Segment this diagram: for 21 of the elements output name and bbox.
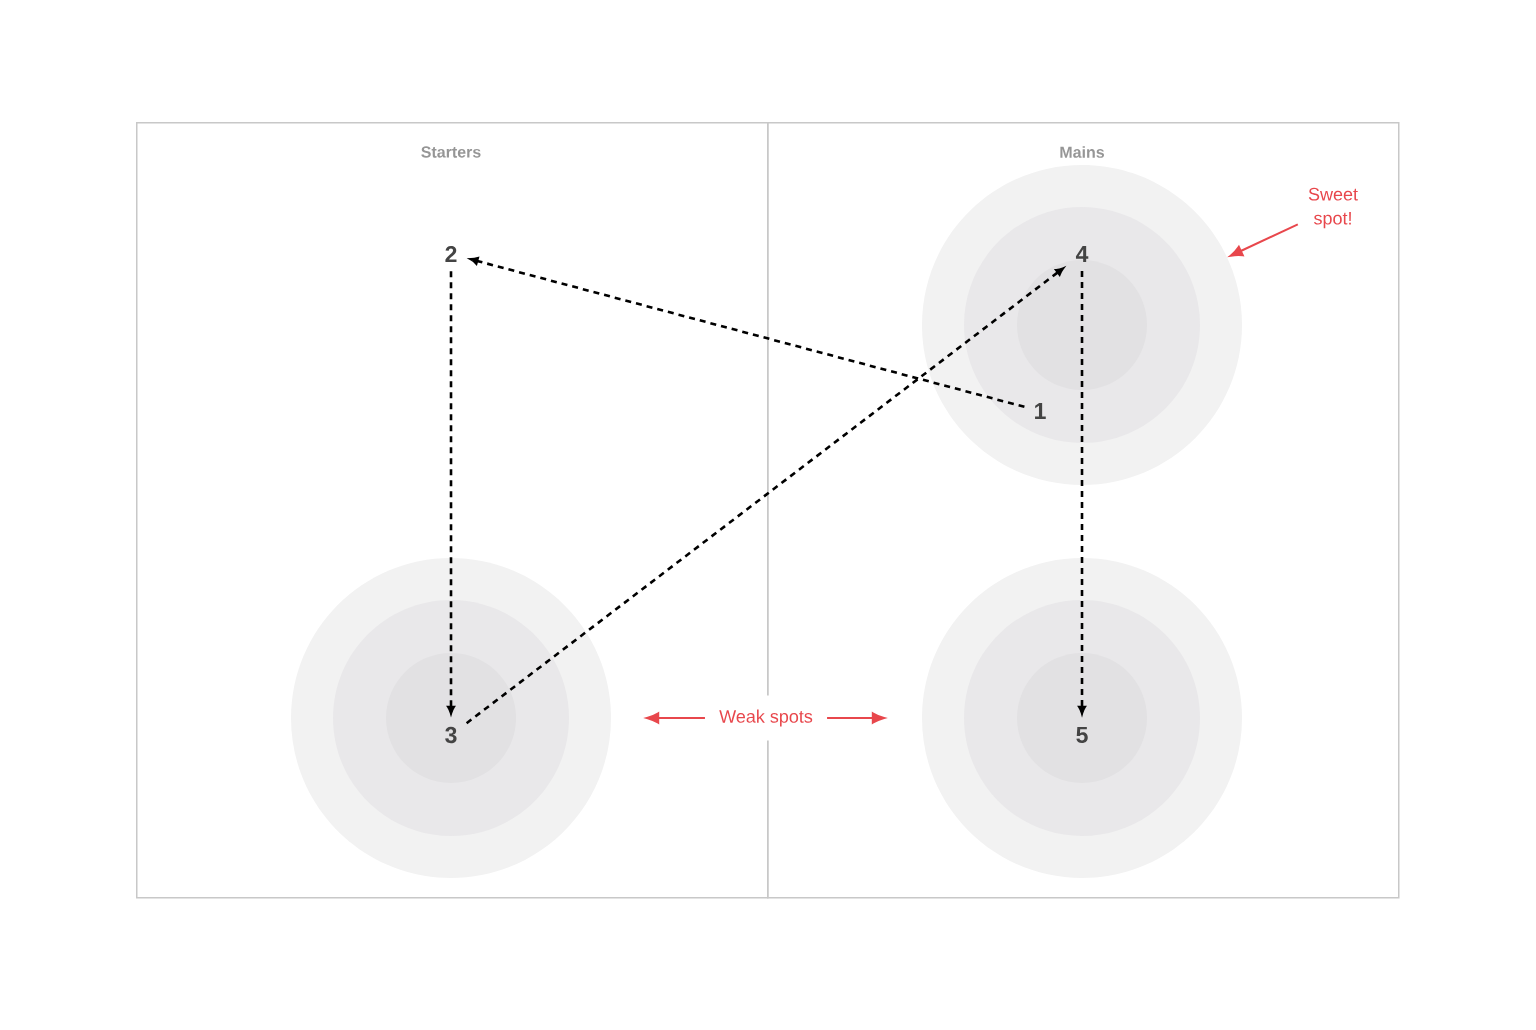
target-rings [291,558,611,878]
arrow [465,267,1065,725]
panel-heading: Starters [421,146,481,158]
arrow [447,271,455,715]
step-number: 4 [1075,246,1089,262]
panel [136,122,769,899]
target-rings [922,558,1242,878]
panel-heading: Mains [1060,146,1104,158]
arrow [826,712,885,724]
callout-text: Weak spots [705,695,827,741]
arrow [469,257,1025,409]
step-number: 3 [445,726,457,744]
step-number: 1 [1035,403,1046,419]
panel [767,122,1400,899]
arrow [1229,223,1299,257]
callout-text: Sweet spot! [1308,187,1358,229]
step-number: 5 [1076,726,1088,743]
step-number: 2 [445,245,457,263]
arrow [1078,271,1086,715]
arrow [646,712,706,724]
target-rings [922,165,1242,485]
